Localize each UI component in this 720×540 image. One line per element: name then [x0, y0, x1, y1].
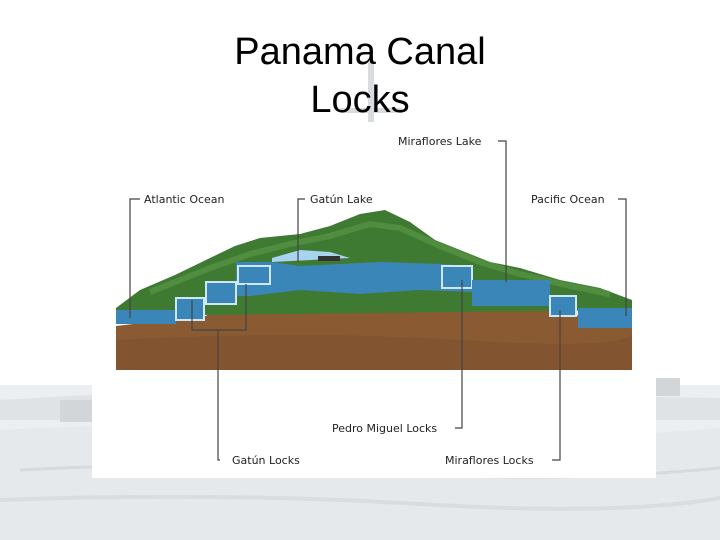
- label-miraflores-locks: Miraflores Locks: [445, 454, 534, 467]
- gatun-lock-chamber-2: [205, 281, 237, 305]
- label-atlantic-ocean: Atlantic Ocean: [144, 193, 225, 206]
- label-pedro-miguel-locks: Pedro Miguel Locks: [332, 422, 437, 435]
- miraflores-lake-water: [472, 280, 550, 306]
- ship: [318, 256, 340, 261]
- gatun-lock-chamber-3: [237, 265, 271, 285]
- gatun-lock-chamber-1: [175, 297, 205, 321]
- slide-title-line2: Locks: [310, 79, 410, 121]
- miraflores-lock-chamber-1: [549, 295, 577, 317]
- pedro-miguel-lock-chamber: [441, 265, 473, 289]
- label-gatun-lake: Gatún Lake: [310, 193, 373, 206]
- label-miraflores-lake: Miraflores Lake: [398, 135, 482, 148]
- pacific-water: [578, 308, 632, 328]
- label-gatun-locks: Gatún Locks: [232, 454, 300, 467]
- gatun-lake-water: [236, 262, 472, 296]
- atlantic-water: [116, 310, 176, 324]
- slide-title-line1: Panama Canal: [234, 31, 486, 73]
- label-pacific-ocean: Pacific Ocean: [531, 193, 605, 206]
